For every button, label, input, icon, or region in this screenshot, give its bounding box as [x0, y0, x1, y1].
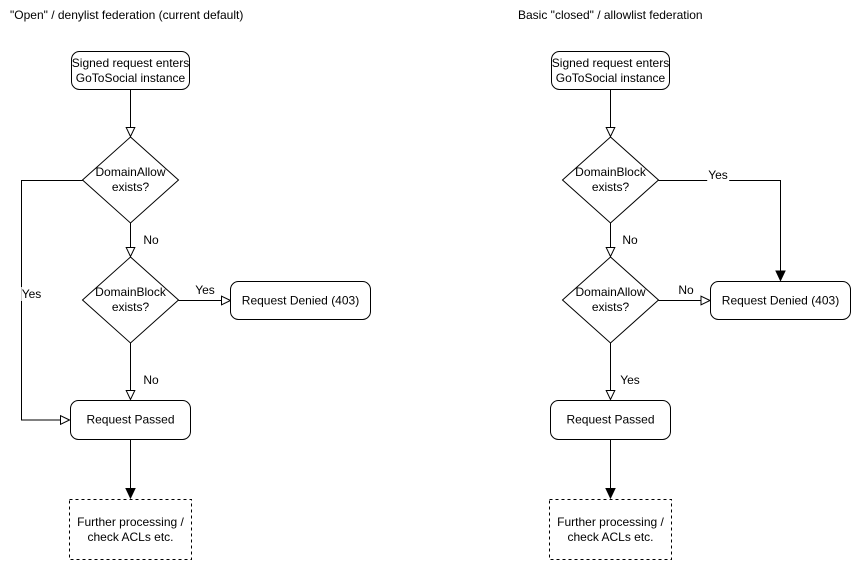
right-edge-label-decision1-yes: Yes: [707, 168, 729, 182]
right-start-node-label-line2: GoToSocial instance: [555, 70, 666, 85]
right-decision1-label-line2: exists?: [591, 180, 630, 194]
right-arrowhead-open-denied-left: [700, 295, 712, 306]
right-decision1-label: DomainBlock exists?: [575, 165, 646, 195]
right-edge-label-decision2-yes: Yes: [619, 373, 641, 387]
left-edge-label-decision1-yes: Yes: [20, 287, 43, 301]
right-decision2-label: DomainAllow exists?: [575, 285, 645, 315]
right-passed-node-label: Request Passed: [566, 412, 655, 427]
right-further-node-label-line2: check ACLs etc.: [567, 530, 654, 544]
right-further-node-label: Further processing / check ACLs etc.: [557, 515, 664, 545]
right-decision2-label-line1: DomainAllow: [575, 285, 646, 299]
right-arrowhead-open-passed-top: [605, 390, 616, 401]
left-decision2-label: DomainBlock exists?: [95, 285, 166, 315]
left-edge-label-decision2-yes: Yes: [194, 283, 216, 297]
right-arrowhead-solid-denied-top: [775, 270, 786, 282]
left-arrowhead-open-passed-left: [60, 414, 71, 426]
left-arrowhead-open-denied: [221, 295, 232, 306]
right-chart-title: Basic "closed" / allowlist federation: [518, 8, 703, 22]
right-denied-node-label: Request Denied (403): [721, 293, 840, 307]
left-decision1-label: DomainAllow exists?: [95, 165, 165, 195]
right-arrowhead-open-decision1: [605, 127, 616, 138]
left-further-node-label-line2: check ACLs etc.: [87, 530, 174, 544]
left-decision1-label-line2: exists?: [111, 180, 150, 194]
left-denied-node-label: Request Denied (403): [241, 293, 360, 307]
left-arrowhead-open-decision1: [125, 127, 136, 138]
right-further-node-shape: [549, 499, 672, 560]
right-start-node-label-line1: Signed request enters: [551, 55, 670, 70]
left-start-node-label-line1: Signed request enters: [71, 55, 190, 70]
right-decision2-label-line2: exists?: [591, 300, 630, 314]
left-start-node-label: Signed request enters GoToSocial instanc…: [72, 56, 189, 86]
right-edge-label-decision1-no: No: [621, 233, 639, 247]
right-arrowhead-solid-further: [605, 488, 616, 500]
right-further-node-label-line1: Further processing /: [557, 515, 664, 529]
left-arrowhead-open-passed-top: [125, 390, 136, 401]
left-flowchart: [21, 51, 371, 560]
right-flowchart: [549, 51, 851, 560]
left-further-node-label: Further processing / check ACLs etc.: [77, 515, 184, 545]
right-edge-decision1-denied: [658, 180, 781, 271]
left-decision2-label-line1: DomainBlock: [95, 285, 166, 299]
left-edge-label-decision2-no: No: [142, 373, 160, 387]
left-start-node-label-line2: GoToSocial instance: [75, 70, 186, 85]
left-chart-title: "Open" / denylist federation (current de…: [10, 8, 244, 22]
right-arrowhead-open-decision2: [605, 247, 616, 258]
left-arrowhead-solid-further: [125, 488, 136, 500]
left-further-node-label-line1: Further processing /: [77, 515, 184, 529]
right-decision1-label-line1: DomainBlock: [575, 165, 646, 179]
left-decision2-label-line2: exists?: [111, 300, 150, 314]
left-decision1-label-line1: DomainAllow: [95, 165, 166, 179]
left-denied-node-shape: [230, 281, 371, 320]
left-edge-label-decision1-no: No: [142, 233, 160, 247]
right-start-node-label: Signed request enters GoToSocial instanc…: [552, 56, 669, 86]
right-edge-label-decision2-no: No: [677, 283, 695, 297]
left-further-node-shape: [69, 499, 192, 560]
left-arrowhead-open-decision2: [125, 247, 136, 258]
left-passed-node-label: Request Passed: [86, 412, 175, 427]
